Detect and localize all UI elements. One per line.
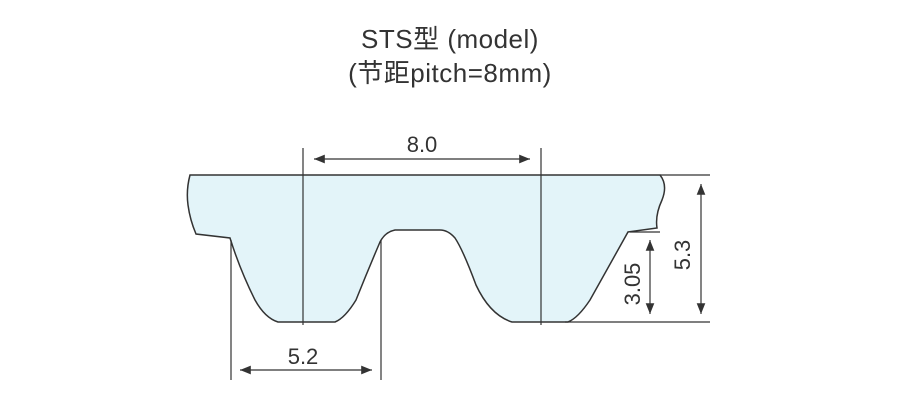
belt-profile — [186, 174, 666, 323]
tooth-height-label: 3.05 — [620, 263, 645, 306]
pitch-label: 8.0 — [407, 132, 438, 157]
title-block: STS型 (model) (节距pitch=8mm) — [0, 22, 900, 90]
total-height-label: 5.3 — [670, 240, 695, 271]
tooth-width-label: 5.2 — [288, 344, 319, 369]
diagram-subtitle: (节距pitch=8mm) — [348, 58, 552, 88]
diagram-title: STS型 (model) — [361, 24, 539, 54]
